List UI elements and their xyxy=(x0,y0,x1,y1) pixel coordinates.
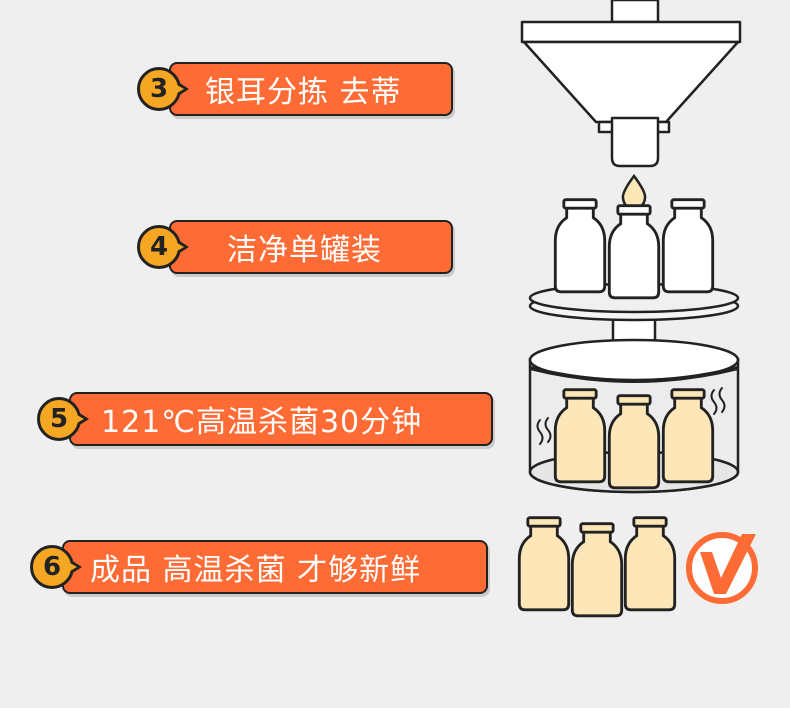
bottle-icon xyxy=(517,516,571,612)
step-label-pill: 洁净单罐装 xyxy=(169,220,453,274)
bottle-icon xyxy=(661,388,715,484)
drop-icon xyxy=(621,173,647,210)
step-number-badge: 3 xyxy=(137,67,189,111)
step-label: 121℃高温杀菌30分钟 xyxy=(101,405,423,440)
check-icon xyxy=(686,532,758,604)
bottle-icon xyxy=(553,198,607,294)
step-label: 洁净单罐装 xyxy=(227,233,382,268)
step-5: 5 121℃高温杀菌30分钟 xyxy=(37,392,493,446)
step-3: 3 银耳分拣 去蒂 xyxy=(137,62,453,116)
steam-icon xyxy=(710,387,726,415)
step-number-badge: 4 xyxy=(137,225,189,269)
bottle-icon xyxy=(661,198,715,294)
step-number: 4 xyxy=(149,232,169,262)
step-label: 银耳分拣 去蒂 xyxy=(205,75,402,110)
step-label-pill: 成品 高温杀菌 才够新鲜 xyxy=(62,540,488,594)
step-number: 6 xyxy=(42,552,62,582)
step-number: 5 xyxy=(49,404,69,434)
step-4: 4 洁净单罐装 xyxy=(137,220,453,274)
step-label: 成品 高温杀菌 才够新鲜 xyxy=(90,553,422,588)
bottle-icon xyxy=(553,388,607,484)
bottle-icon xyxy=(570,522,624,618)
step-number: 3 xyxy=(149,74,169,104)
bottle-icon xyxy=(607,204,661,300)
bottle-icon xyxy=(607,394,661,490)
steam-icon xyxy=(536,417,552,445)
hopper-icon xyxy=(520,0,742,168)
step-number-badge: 6 xyxy=(30,545,82,589)
bottle-icon xyxy=(623,516,677,612)
step-number-badge: 5 xyxy=(37,397,89,441)
step-label-pill: 银耳分拣 去蒂 xyxy=(169,62,453,116)
step-6: 6 成品 高温杀菌 才够新鲜 xyxy=(30,540,488,594)
